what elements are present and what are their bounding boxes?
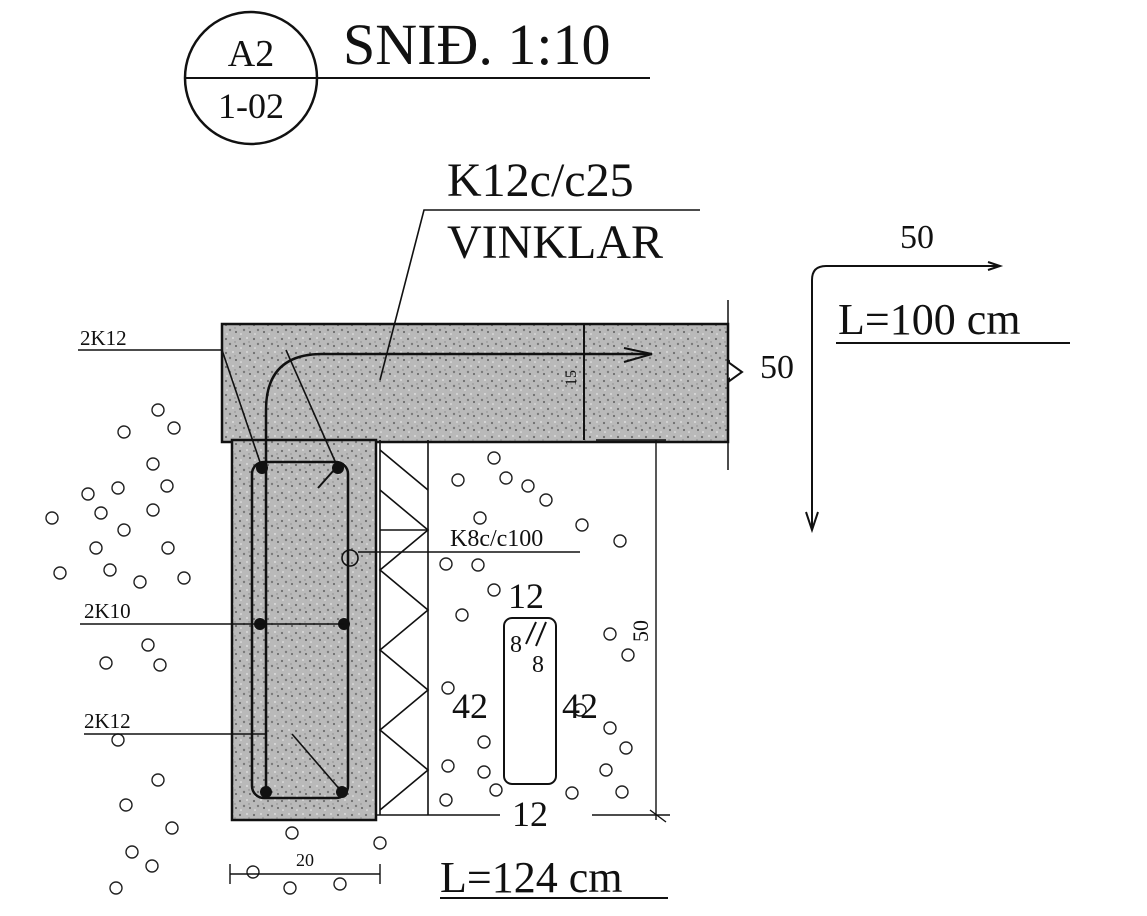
main-callout-1: K12c/c25: [447, 154, 634, 207]
stirrup-footing: [250, 460, 350, 800]
concrete-section: [220, 300, 760, 822]
bent-bar-leg-h: 50: [900, 219, 934, 256]
main-callout-2: VINKLAR: [447, 216, 663, 269]
label-mid-bars: 2K10: [84, 599, 131, 623]
stirrup-hook-b: 8: [532, 652, 544, 678]
label-stirrup: K8c/c100: [450, 526, 543, 552]
dim-height: 50: [628, 620, 653, 642]
label-bottom-bars: 2K12: [84, 709, 131, 733]
labels: K12c/c25 VINKLAR 2K12 2K10 2K12 K8c/c100…: [80, 154, 1020, 902]
bent-bar-length: L=100 cm: [838, 295, 1020, 344]
sheet-ref: 1-02: [218, 86, 284, 126]
soil-fill: [45, 403, 635, 895]
section-caption: SNIÐ. 1:10: [343, 12, 610, 77]
slab: [220, 322, 730, 444]
stirrup-right: 42: [562, 686, 598, 726]
bent-bar-leg-v: 50: [760, 349, 794, 386]
dimension-lines: [229, 439, 670, 884]
boundary-hatch: [376, 440, 500, 816]
dim-footing-width: 20: [296, 850, 314, 870]
leader-lines: [78, 209, 700, 793]
stirrup-bottom: 12: [512, 794, 548, 834]
reinforcement: [250, 347, 653, 800]
bent-bar: [264, 352, 652, 790]
stirrup-left: 42: [452, 686, 488, 726]
stirrup-length: L=124 cm: [440, 853, 622, 902]
stirrup-top: 12: [508, 576, 544, 616]
dim-slab-thickness: 15: [563, 370, 580, 386]
footing: [230, 438, 378, 822]
stirrup-shape: [440, 617, 668, 899]
stirrup-hook-a: 8: [510, 632, 522, 658]
bent-bar-shape: [805, 261, 1070, 534]
label-top-bars: 2K12: [80, 326, 127, 350]
section-id: A2: [228, 33, 274, 75]
title-block: A2 1-02 SNIÐ. 1:10: [183, 10, 650, 146]
